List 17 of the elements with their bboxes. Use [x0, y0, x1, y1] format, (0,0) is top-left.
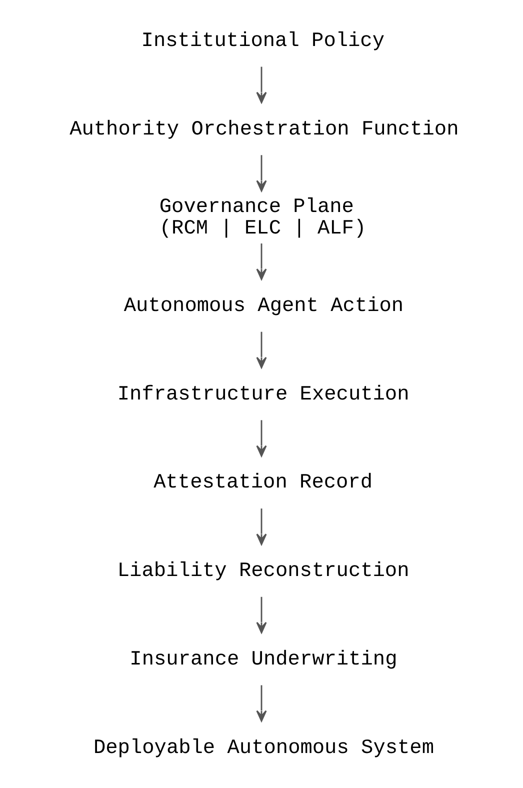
arrow	[256, 332, 267, 368]
arrow	[256, 508, 267, 546]
node-text: Deployable Autonomous System	[93, 736, 434, 760]
node-text: Governance Plane (RCM | ELC | ALF)	[159, 196, 366, 241]
arrow	[256, 420, 267, 457]
node-text: Attestation Record	[154, 472, 372, 495]
arrow	[256, 596, 267, 634]
arrow	[256, 155, 267, 192]
node-text: Insurance Underwriting	[130, 648, 398, 672]
node-text: Infrastructure Execution	[117, 383, 410, 406]
node-text: Institutional Policy	[141, 30, 385, 53]
arrow	[256, 243, 267, 280]
arrow	[256, 685, 267, 722]
node-text: Authority Orchestration Function	[70, 118, 459, 142]
node-text: Autonomous Agent Action	[124, 295, 404, 318]
arrow	[256, 66, 267, 104]
node-text: Liability Reconstruction	[117, 560, 410, 584]
